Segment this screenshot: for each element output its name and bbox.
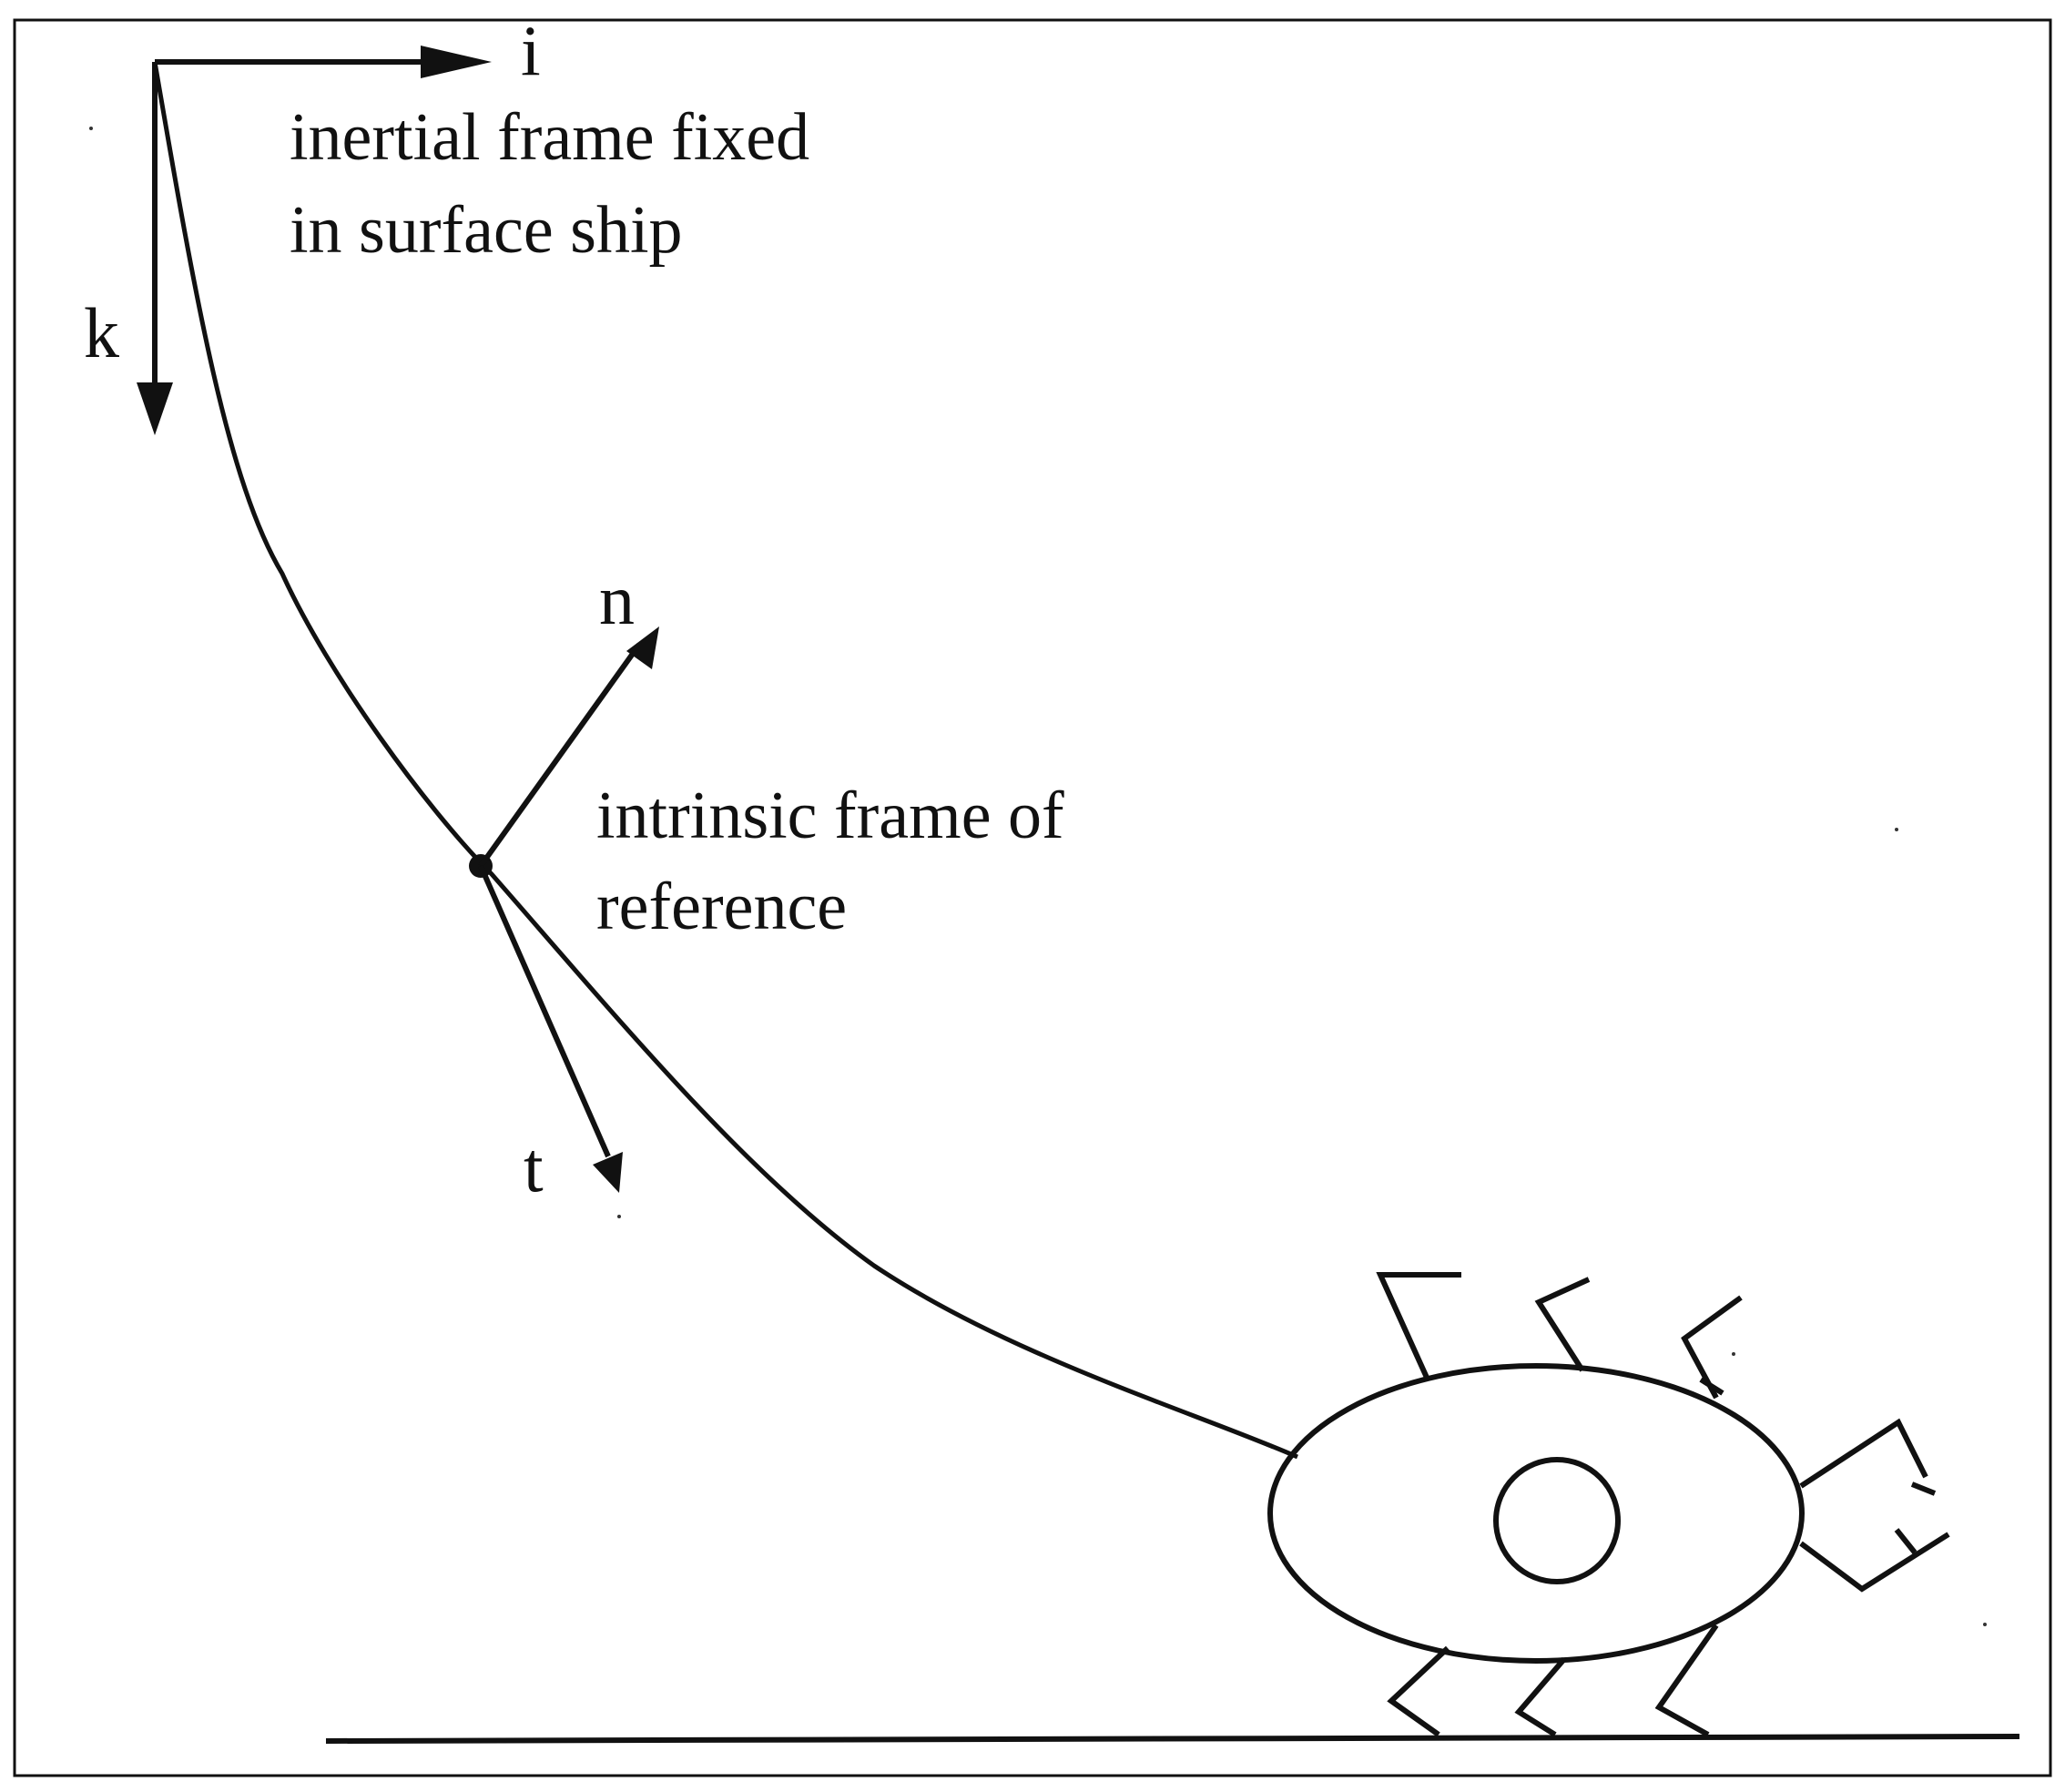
speck [1732,1352,1735,1356]
vehicle-leg-top-3-tick [1699,1377,1724,1396]
vehicle-leg-top-3 [1681,1295,1743,1400]
t-axis-label: t [524,1127,544,1207]
inertial-frame-label-line1: inertial frame fixed [290,100,809,175]
i-axis-label: i [521,11,541,90]
vehicle-leg-right-1-tick [1910,1481,1937,1496]
speck [89,127,93,130]
vehicle-leg-bottom-3 [1654,1624,1719,1737]
speck [617,1215,621,1218]
n-axis-line [478,643,642,868]
sea-floor-line [325,1734,2020,1744]
vehicle-leg-right-2 [1799,1532,1950,1593]
vehicle-leg-bottom-2 [1514,1657,1567,1737]
intrinsic-frame-label-line1: intrinsic frame of [596,779,1064,853]
vehicle-leg-right-2-tick [1894,1528,1918,1554]
intrinsic-frame: n t intrinsic frame of reference [469,560,1064,1207]
k-axis-arrowhead [137,382,173,435]
vehicle-leg-bottom-1 [1387,1645,1450,1737]
inertial-frame-label-line2: in surface ship [290,193,683,268]
t-axis-arrowhead [593,1152,623,1193]
k-axis-label: k [84,293,119,372]
intrinsic-frame-label-line2: reference [596,870,847,944]
t-axis-line [478,864,611,1158]
vehicle-leg-top-2 [1534,1277,1591,1372]
vehicle-inner-circle [1493,1457,1621,1584]
i-axis-arrowhead [421,46,492,78]
figure-border [13,18,2052,1777]
n-axis-arrowhead [626,626,659,669]
vehicle-leg-top-1 [1376,1272,1461,1381]
scan-specks [89,127,1987,1626]
speck [1983,1623,1987,1626]
vehicle-outer-ellipse [1267,1363,1805,1664]
inertial-frame: i k inertial frame fixed in surface ship [84,11,809,435]
speck [1895,828,1898,831]
towed-vehicle [1267,1272,1950,1737]
n-axis-label: n [599,560,635,639]
vehicle-leg-right-1 [1799,1418,1928,1489]
cable-curve [152,61,1298,1460]
